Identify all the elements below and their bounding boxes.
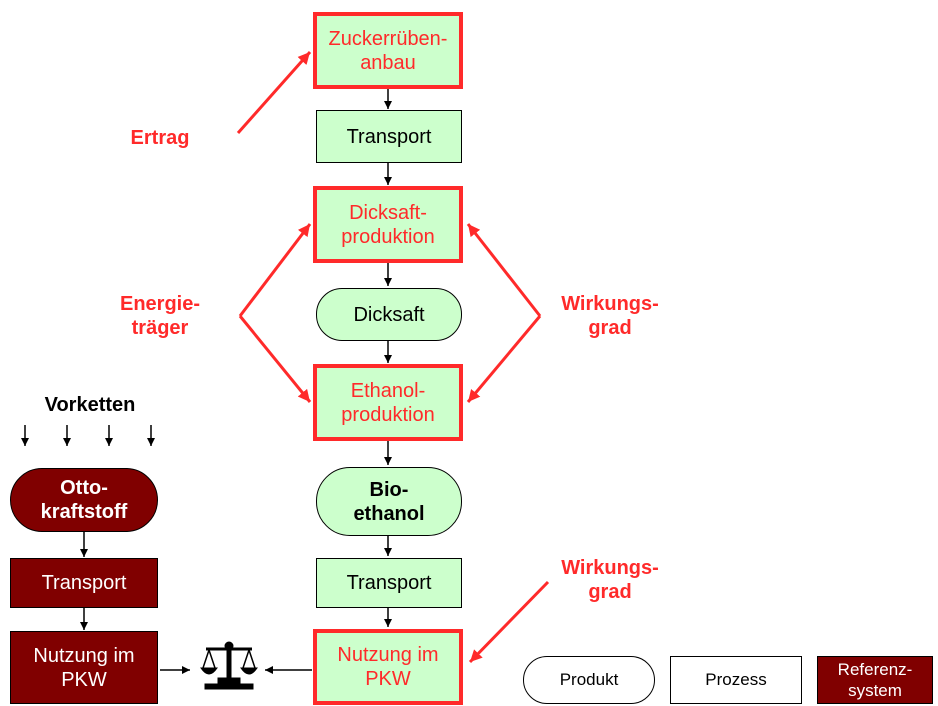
dicksaft-product: Dicksaft <box>316 288 462 341</box>
nutzung-ref-line1: Nutzung im <box>33 644 135 667</box>
arrow-wirkungsgrad-nutzung <box>468 580 550 664</box>
transport-ref-label: Transport <box>41 572 127 594</box>
dicksaftproduktion-box: Dicksaft- produktion <box>313 186 463 263</box>
wirkungsgrad1-line1: Wirkungs- <box>561 293 659 315</box>
wirkungsgrad1-line2: grad <box>588 317 632 339</box>
nutzung-line1: Nutzung im <box>337 644 439 666</box>
transport-box-2: Transport <box>316 558 462 608</box>
transport-label-1: Transport <box>346 125 432 148</box>
legend-produkt: Produkt <box>523 656 655 704</box>
wirkungsgrad-label-1: Wirkungs- grad <box>545 292 675 340</box>
energietraeger-line1: Energie- <box>119 293 201 315</box>
zuckerrueben-line2: anbau <box>360 51 416 74</box>
arrow-ertrag <box>236 51 312 134</box>
energietraeger-line2: träger <box>131 317 189 339</box>
bioethanol-line2: ethanol <box>353 502 425 525</box>
zuckerrueben-anbau-box: Zuckerrüben- anbau <box>313 12 463 89</box>
ottokraftstoff-product: Otto- kraftstoff <box>10 468 158 532</box>
transport-ref-box: Transport <box>10 558 158 608</box>
dicksaft-label: Dicksaft <box>353 303 425 326</box>
arrow-energietraeger-down <box>238 315 312 403</box>
nutzung-ref-line2: PKW <box>61 668 107 691</box>
ethanolproduktion-box: Ethanol- produktion <box>313 364 463 441</box>
vorketten-label: Vorketten <box>44 394 136 416</box>
dicksaftproduktion-line2: produktion <box>341 225 435 248</box>
ethanolproduktion-line1: Ethanol- <box>350 379 426 402</box>
wirkungsgrad2-line2: grad <box>588 581 632 603</box>
balance-scale-icon <box>200 641 258 690</box>
arrow-wirkungsgrad-up <box>466 223 542 317</box>
dicksaftproduktion-line1: Dicksaft- <box>349 201 427 224</box>
nutzung-line2: PKW <box>365 668 411 690</box>
nutzung-ref-box: Nutzung im PKW <box>10 631 158 704</box>
transport-label-2: Transport <box>346 572 432 594</box>
energietraeger-label: Energie- träger <box>100 292 220 340</box>
ethanolproduktion-line2: produktion <box>341 403 435 426</box>
bioethanol-product: Bio- ethanol <box>316 467 462 536</box>
legend-referenz-line2: system <box>848 681 902 700</box>
arrow-energietraeger-up <box>238 223 312 317</box>
legend-prozess: Prozess <box>670 656 802 704</box>
wirkungsgrad-label-2: Wirkungs- grad <box>545 556 675 604</box>
arrow-wirkungsgrad-down <box>466 315 542 403</box>
zuckerrueben-line1: Zuckerrüben- <box>328 27 448 50</box>
legend-referenz-line1: Referenz- <box>837 660 913 679</box>
ertrag-label: Ertrag <box>130 127 190 149</box>
transport-box-1: Transport <box>316 110 462 163</box>
nutzung-pkw-box: Nutzung im PKW <box>313 629 463 705</box>
otto-line1: Otto- <box>60 477 108 499</box>
otto-line2: kraftstoff <box>40 501 128 523</box>
legend-referenzsystem: Referenz- system <box>817 656 933 704</box>
legend-produkt-label: Produkt <box>559 670 619 689</box>
wirkungsgrad2-line1: Wirkungs- <box>561 557 659 579</box>
legend-prozess-label: Prozess <box>705 670 767 689</box>
bioethanol-line1: Bio- <box>369 478 409 501</box>
